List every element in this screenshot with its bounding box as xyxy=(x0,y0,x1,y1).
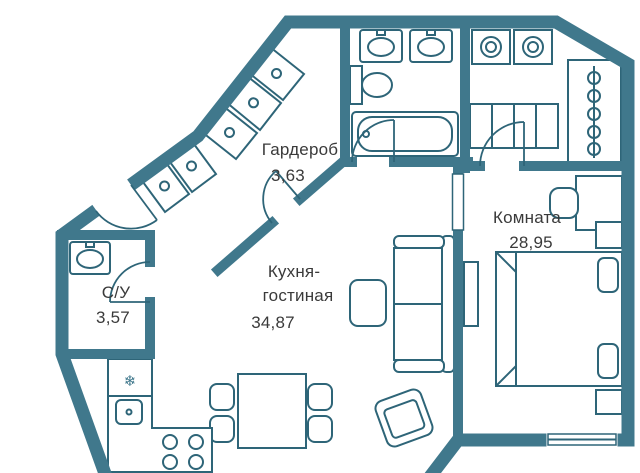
sink-basin xyxy=(417,37,445,57)
dining-chair xyxy=(209,383,235,411)
cased-opening xyxy=(451,173,465,231)
toilet-icon xyxy=(361,72,393,98)
su-door-arc xyxy=(109,261,151,303)
sofa-back xyxy=(441,235,455,373)
armchair-seat xyxy=(383,399,426,439)
armchair xyxy=(374,388,434,448)
pillow xyxy=(597,257,619,293)
bathtub-basin xyxy=(357,116,453,152)
nightstand xyxy=(595,389,623,415)
hanger-icon xyxy=(587,142,601,156)
fridge-snowflake-icon: ❄ xyxy=(124,372,137,390)
stove-burner-icon xyxy=(188,434,204,450)
armchair-body xyxy=(374,388,434,448)
closet-knob-icon xyxy=(224,127,235,138)
sink-basin xyxy=(367,37,395,57)
entrance-door-arc xyxy=(95,210,158,230)
toilet-tank xyxy=(349,65,363,105)
bathroom-door-arc xyxy=(351,119,395,163)
sofa-armrest xyxy=(393,359,445,373)
coffee-table xyxy=(349,279,387,327)
dining-chair xyxy=(307,415,333,443)
interior-walls xyxy=(57,17,633,445)
entrance-door-leaf xyxy=(130,184,158,221)
hanger-icon xyxy=(587,125,601,139)
room-area-wardrobe: 3,63 xyxy=(271,166,305,185)
kitchen-fixtures: ❄ xyxy=(107,358,213,473)
su-fixtures xyxy=(69,241,111,275)
dresser xyxy=(463,261,479,327)
faucet-icon xyxy=(426,29,436,36)
laundry-door-arc xyxy=(479,121,525,167)
washing-machine-icon xyxy=(471,29,511,65)
wardrobe-inner-wall xyxy=(210,152,353,278)
washing-machine-icon xyxy=(513,29,553,65)
pillow xyxy=(597,343,619,379)
closet-knob-icon xyxy=(159,180,170,192)
doors xyxy=(95,119,617,446)
sink-drain-icon xyxy=(125,408,133,416)
entrance-opening xyxy=(91,178,136,217)
dining-chair xyxy=(209,415,235,443)
hanger-icon xyxy=(587,71,601,85)
nightstand xyxy=(595,221,623,249)
room-name-su: С/У xyxy=(101,283,131,302)
blanket-fold xyxy=(495,365,517,387)
sofa-armrest xyxy=(393,235,445,249)
room-name-kitchen-living-line2: гостиная xyxy=(262,286,334,305)
dining-chair xyxy=(307,383,333,411)
room-name-bedroom: Комната xyxy=(493,208,561,227)
wardrobe-closet-modules xyxy=(138,45,306,214)
sink-basin xyxy=(76,249,104,269)
hanger-icon xyxy=(587,89,601,103)
blanket-fold xyxy=(495,251,517,273)
washer-door-icon xyxy=(480,36,502,58)
bedroom-furniture xyxy=(463,175,623,415)
room-name-wardrobe: Гардероб xyxy=(261,140,339,159)
closet-knob-icon xyxy=(271,68,282,79)
wardrobe-door-leaf xyxy=(275,170,301,200)
desk-chair xyxy=(549,187,579,219)
bathroom-fixtures xyxy=(349,29,459,157)
dining-table xyxy=(237,373,307,449)
kitchen-sink-icon xyxy=(115,399,143,425)
room-area-bedroom: 28,95 xyxy=(509,233,553,252)
wardrobe-door-arc xyxy=(262,170,277,224)
stove-burner-icon xyxy=(162,454,178,470)
faucet-icon xyxy=(85,241,95,248)
washer-door-icon xyxy=(527,41,539,53)
washer-door-icon xyxy=(522,36,544,58)
laundry-fixtures xyxy=(469,29,622,165)
closet-knob-icon xyxy=(186,160,197,172)
stove-burner-icon xyxy=(162,434,178,450)
washer-door-icon xyxy=(485,41,497,53)
faucet-icon xyxy=(376,29,386,36)
room-area-kitchen-living: 34,87 xyxy=(251,313,295,332)
room-area-su: 3,57 xyxy=(96,308,130,327)
closet-knob-icon xyxy=(248,97,259,109)
living-room-furniture xyxy=(209,235,455,449)
hanger-icon xyxy=(587,107,601,121)
room-name-kitchen-living-line1: Кухня- xyxy=(267,262,321,281)
su-walls xyxy=(57,230,155,359)
stove-burner-icon xyxy=(188,454,204,470)
